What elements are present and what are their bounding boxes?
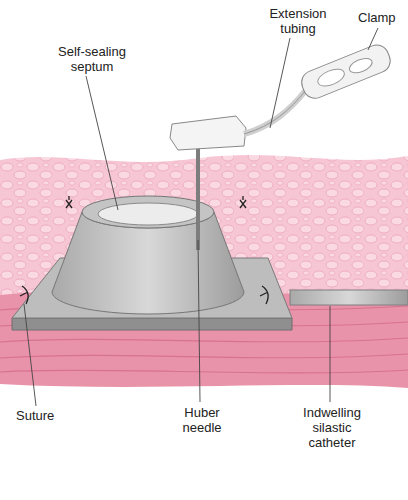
part-label: Self-sealing septum — [50, 44, 134, 74]
extension-tubing-edge — [244, 90, 306, 134]
catheter-tube — [290, 290, 408, 305]
part-label: Huber needle — [172, 405, 232, 435]
extension-tubing — [244, 90, 306, 134]
part-label: Indwelling silastic catheter — [296, 405, 368, 450]
part-label: Suture — [16, 408, 66, 423]
huber-needle — [196, 148, 200, 250]
port-rim — [82, 196, 214, 228]
part-label: Clamp — [358, 10, 404, 25]
clamp — [298, 41, 394, 101]
septum — [98, 203, 198, 225]
suture-marks — [20, 196, 268, 304]
port-base-bottom — [12, 318, 292, 330]
part-label: Extension tubing — [258, 6, 338, 36]
leader-lines — [24, 28, 378, 406]
needle-hub — [170, 116, 246, 150]
